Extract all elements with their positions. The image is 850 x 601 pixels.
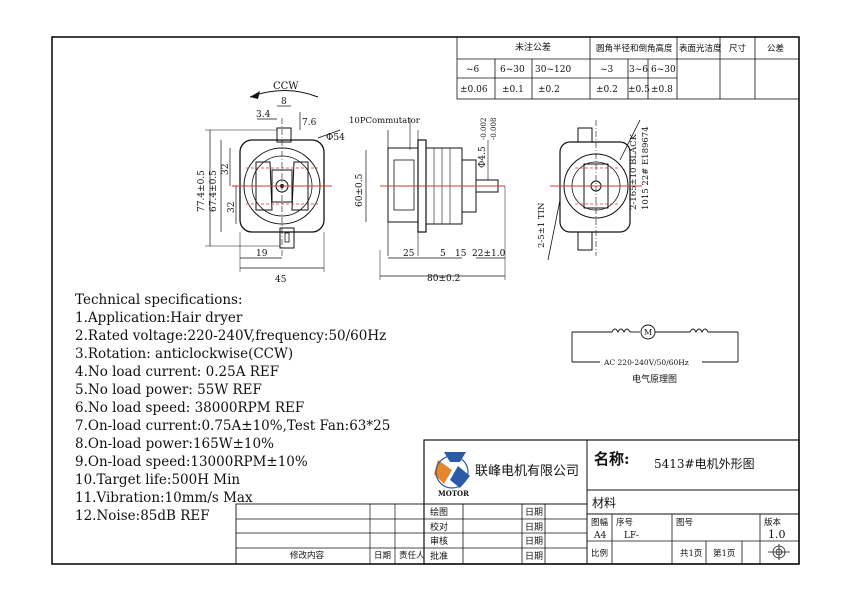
tol-value-1: ±0.06 — [460, 85, 488, 95]
spec-line-5: 5.No load power: 55W REF — [75, 382, 262, 398]
dim-15: 15 — [455, 249, 467, 259]
company-logo — [434, 452, 470, 489]
dim-22: 22±1.0 — [472, 249, 506, 259]
spec-line-10: 10.Target life:500H Min — [75, 472, 240, 488]
spec-line-9: 9.On-load speed:13000RPM±10% — [75, 454, 308, 470]
revision-date-label: 日期 — [374, 551, 391, 561]
circuit-voltage-label: AC 220-240V/50/60Hz — [603, 358, 689, 367]
spec-line-7: 7.On-load current:0.75A±10%,Test Fan:63*… — [75, 418, 390, 434]
version-label: 版本 — [764, 517, 782, 528]
date-label-1: 日期 — [525, 507, 543, 518]
dim-dia54: Φ54 — [326, 133, 345, 143]
dim-3-4: 3.4 — [256, 110, 271, 120]
spec-line-6: 6.No load speed: 38000RPM REF — [75, 400, 304, 416]
drawing-no-label: 图号 — [676, 518, 693, 528]
dim-25: 25 — [403, 249, 415, 259]
tol-range-1: ~6 — [466, 65, 480, 75]
dim-32a: 32 — [221, 164, 231, 175]
material-label: 材料 — [592, 496, 616, 510]
spec-line-4: 4.No load current: 0.25A REF — [75, 364, 279, 380]
drawn-label: 绘图 — [430, 506, 448, 518]
tol-value-4: ±0.2 — [596, 85, 618, 95]
motor-symbol: M — [644, 328, 652, 337]
tol-range-5: 3~6 — [629, 65, 648, 75]
rear-view — [547, 119, 642, 261]
dim-shaft-tol-top: -0.002 — [480, 118, 488, 140]
checked-label: 校对 — [430, 521, 448, 533]
name-label: 名称: — [594, 450, 630, 468]
spec-block: Technical specifications: 1.Application:… — [75, 292, 390, 524]
spec-line-1: 1.Application:Hair dryer — [75, 310, 243, 326]
dim-19: 19 — [256, 249, 268, 259]
dim-67-4: 67.4±0.5 — [209, 170, 219, 212]
tol-value-2: ±0.1 — [502, 85, 524, 95]
spec-line-3: 3.Rotation: anticlockwise(CCW) — [75, 346, 293, 362]
tol-header-tol: 公差 — [767, 43, 784, 54]
tol-value-6: ±0.8 — [651, 85, 673, 95]
spec-line-2: 2.Rated voltage:220-240V,frequency:50/60… — [75, 328, 386, 344]
tin-label: 2-5±1 TIN — [537, 202, 547, 248]
commutator-label: 10PCommutator — [349, 116, 421, 126]
rotation-label: CCW — [273, 81, 299, 92]
date-label-2: 日期 — [525, 522, 543, 533]
projection-symbol — [768, 544, 790, 560]
dim-shaft-tol-bot: -0.008 — [490, 118, 498, 140]
serial-value: LF- — [624, 531, 639, 541]
tol-value-3: ±0.2 — [538, 85, 560, 95]
dim-7-6: 7.6 — [302, 118, 317, 128]
spec-line-12: 12.Noise:85dB REF — [75, 508, 210, 524]
scale-label: 比例 — [591, 548, 608, 559]
total-pages: 共1页 — [680, 549, 702, 559]
front-view: CCW — [205, 81, 341, 272]
dim-77-4: 77.4±0.5 — [197, 170, 207, 212]
title-block-grid — [235, 439, 800, 565]
tolerance-table — [456, 36, 800, 100]
revision-by-label: 责任人 — [399, 550, 425, 561]
name-value: 5413#电机外形图 — [654, 457, 755, 471]
dim-shaft-dia: Φ4.5 — [478, 146, 488, 168]
dim-32b: 32 — [227, 202, 237, 213]
date-label-4: 日期 — [525, 551, 543, 562]
tol-header-size: 尺寸 — [729, 43, 747, 54]
tol-range-4: ~3 — [600, 65, 614, 75]
dim-5: 5 — [440, 249, 446, 259]
dim-60: 60±0.5 — [355, 173, 365, 207]
page-number: 第1页 — [713, 548, 735, 559]
company-name: 联峰电机有限公司 — [475, 464, 579, 479]
spec-line-11: 11.Vibration:10mm/s Max — [75, 490, 253, 506]
tol-range-2: 6~30 — [500, 65, 525, 75]
tol-header-left: 未注公差 — [515, 41, 551, 53]
dim-80: 80±0.2 — [427, 274, 460, 284]
logo-text: MOTOR — [438, 489, 469, 498]
spec-line-8: 8.On-load power:165W±10% — [75, 436, 274, 452]
approved-label: 批准 — [430, 550, 448, 562]
circuit-caption: 电气原理图 — [632, 373, 677, 385]
serial-label: 序号 — [616, 517, 633, 528]
revision-content-label: 修改内容 — [290, 550, 325, 561]
tol-header-mid: 圆角半径和倒角高度 — [596, 43, 673, 54]
lead-black-label: 2-165±10 BLACK — [629, 133, 639, 210]
circuit-diagram — [571, 324, 739, 363]
tol-range-6: 6~30 — [651, 65, 676, 75]
wire-spec-label: 1015 22# E189674 — [641, 126, 651, 210]
tol-header-surface: 表面光洁度 — [679, 43, 722, 54]
version-value: 1.0 — [768, 528, 786, 541]
reviewed-label: 审核 — [430, 535, 448, 547]
spec-title: Technical specifications: — [75, 292, 243, 308]
sheet-size-label: 图幅 — [591, 517, 609, 528]
side-view — [365, 118, 506, 280]
tol-range-3: 30~120 — [535, 65, 571, 75]
dim-8: 8 — [281, 97, 287, 107]
sheet-size-value: A4 — [593, 531, 606, 541]
tol-value-5: ±0.5 — [628, 85, 650, 95]
date-label-3: 日期 — [525, 536, 543, 547]
dim-45: 45 — [275, 275, 287, 285]
